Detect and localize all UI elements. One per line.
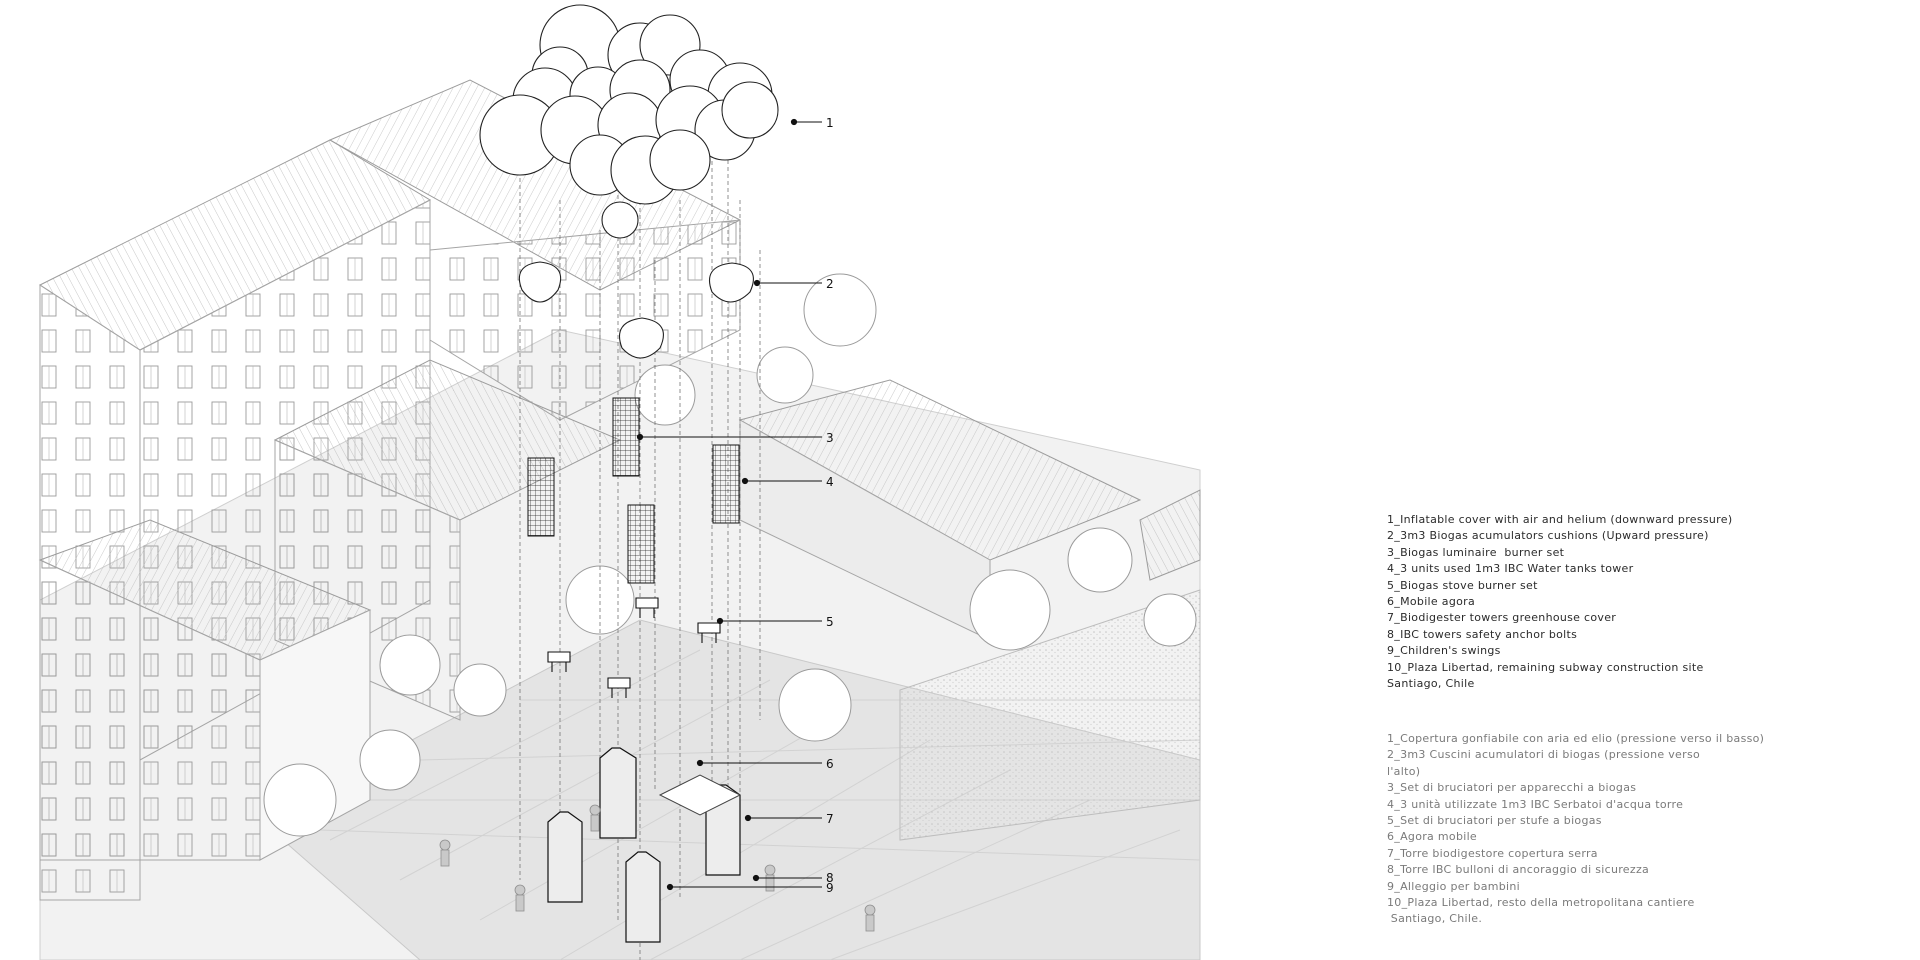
legend-italian: 1_Copertura gonfiabile con aria ed elio … bbox=[1387, 731, 1847, 928]
callout-8: 8 bbox=[826, 871, 834, 885]
trees bbox=[263, 273, 1197, 837]
callout-1: 1 bbox=[826, 116, 834, 130]
callout-7: 7 bbox=[826, 812, 834, 826]
legend-it-item-6: 6_Agora mobile bbox=[1387, 830, 1478, 844]
cushion-1 bbox=[518, 261, 562, 303]
legend-it-item-7: 7_Torre biodigestore copertura serra bbox=[1387, 846, 1598, 860]
callout-4: 4 bbox=[826, 475, 834, 489]
mobile-agora bbox=[658, 774, 742, 816]
burner-sets bbox=[547, 597, 721, 698]
legend-en-item-1: 1_Inflatable cover with air and helium (… bbox=[1387, 513, 1733, 526]
callout-2: 2 bbox=[826, 277, 834, 291]
callout-5: 5 bbox=[826, 615, 834, 629]
ibc-tower-3 bbox=[712, 444, 740, 524]
biodigester-2 bbox=[599, 747, 637, 839]
callout-9: 9 bbox=[826, 881, 834, 895]
cushion-3 bbox=[618, 317, 664, 359]
biodigester-4 bbox=[625, 851, 661, 943]
legend-it-item-1: 1_Copertura gonfiabile con aria ed elio … bbox=[1387, 732, 1765, 745]
biogas-cushions bbox=[518, 261, 754, 359]
callout-leaders bbox=[636, 118, 822, 891]
legend-it-item-10: 10_Plaza Libertad, resto della metropoli… bbox=[1387, 896, 1695, 910]
legend-it-item-8: 8_Torre IBC bulloni di ancoraggio di sic… bbox=[1387, 863, 1650, 877]
plaza-paving-grid bbox=[300, 649, 1201, 960]
legend-en-item-2: 2_3m3 Biogas acumulators cushions (Upwar… bbox=[1387, 529, 1709, 543]
legend-en-item-5: 5_Biogas stove burner set bbox=[1387, 578, 1538, 592]
ibc-tank-towers bbox=[527, 397, 740, 584]
garden-area bbox=[899, 589, 1201, 841]
legend-it-location: Santiago, Chile. bbox=[1387, 912, 1483, 926]
legend-en-item-10: 10_Plaza Libertad, remaining subway cons… bbox=[1387, 660, 1704, 674]
biodigester-1 bbox=[547, 811, 583, 903]
legend-english: 1_Inflatable cover with air and helium (… bbox=[1387, 512, 1847, 692]
legend-en-item-3: 3_Biogas luminaire burner set bbox=[1387, 545, 1565, 559]
biodigester-towers bbox=[547, 747, 741, 943]
legend-en-item-8: 8_IBC towers safety anchor bolts bbox=[1387, 627, 1578, 641]
callout-labels: 1 2 3 4 5 6 7 8 9 bbox=[826, 116, 834, 895]
legend-it-item-2-cont: l'alto) bbox=[1387, 764, 1421, 778]
inflatable-cover bbox=[479, 4, 779, 239]
legend-it-item-2: 2_3m3 Cuscini acumulatori di biogas (pre… bbox=[1387, 748, 1701, 762]
legend-it-item-9: 9_Alleggio per bambini bbox=[1387, 879, 1521, 893]
callout-3: 3 bbox=[826, 431, 834, 445]
legend-en-item-4: 4_3 units used 1m3 IBC Water tanks tower bbox=[1387, 562, 1634, 576]
legend-it-item-4: 4_3 unità utilizzate 1m3 IBC Serbatoi d'… bbox=[1387, 797, 1684, 811]
right-building-roof bbox=[1139, 489, 1201, 581]
ibc-tower-4 bbox=[627, 504, 655, 584]
legend-it-item-5: 5_Set di bruciatori per stufe a biogas bbox=[1387, 814, 1602, 828]
legend-en-item-9: 9_Children's swings bbox=[1387, 644, 1501, 658]
legend-en-item-6: 6_Mobile agora bbox=[1387, 595, 1475, 609]
callout-6: 6 bbox=[826, 757, 834, 771]
legend-en-location: Santiago, Chile bbox=[1387, 677, 1475, 691]
ibc-tower-2 bbox=[612, 397, 640, 477]
people bbox=[439, 804, 876, 932]
cushion-2 bbox=[708, 262, 754, 303]
ibc-tower-1 bbox=[527, 457, 555, 537]
legend-it-item-3: 3_Set di bruciatori per apparecchi a bio… bbox=[1387, 781, 1637, 795]
legend-en-item-7: 7_Biodigester towers greenhouse cover bbox=[1387, 611, 1617, 625]
